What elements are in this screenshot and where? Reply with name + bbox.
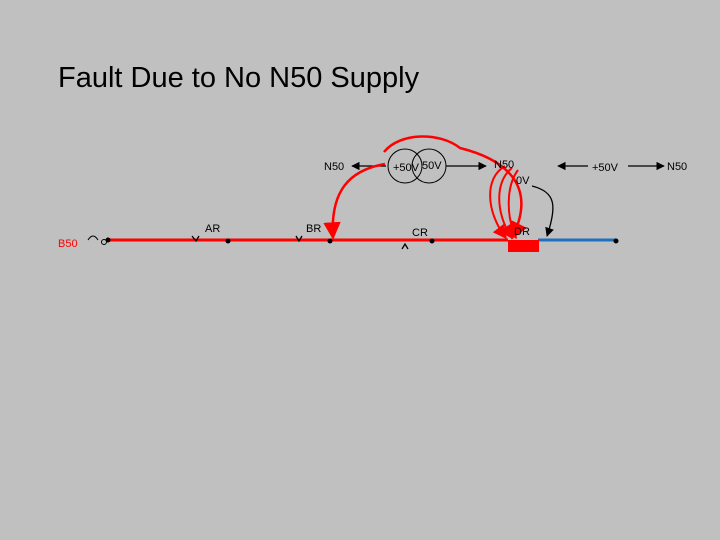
red-loop-inner-3 (504, 169, 519, 240)
red-loop-inner-2 (498, 167, 513, 240)
label-br: BR (306, 223, 321, 235)
label-n50-left: N50 (324, 161, 344, 173)
fuse-terminal (101, 239, 107, 245)
label-n50-right: N50 (667, 161, 687, 173)
slide-title: Fault Due to No N50 Supply (58, 62, 420, 94)
label-p50-transformer: +50V (393, 162, 420, 174)
contact-ar-symbol (191, 235, 200, 243)
terminal-dot (613, 238, 619, 244)
contact-br-symbol (295, 235, 303, 243)
transformer-primary (387, 148, 423, 184)
red-loop-outer (383, 135, 527, 240)
terminal-dot (225, 238, 231, 244)
label-cr: CR (412, 227, 428, 239)
label-zero-v: 0V (516, 175, 530, 187)
terminal-dot (429, 238, 435, 244)
label-o50-transformer: 50V (422, 160, 442, 172)
contact-cr-symbol (401, 242, 409, 250)
label-b50: B50 (58, 238, 78, 250)
red-loop-left (323, 162, 386, 240)
label-dr: DR (514, 226, 530, 238)
fuse-symbol (87, 235, 99, 241)
terminal-dot (327, 238, 333, 244)
relay-dr (508, 240, 539, 252)
label-ar: AR (205, 223, 220, 235)
zero-volt-return (531, 185, 554, 237)
label-p50-right: +50V (592, 162, 619, 174)
label-n50-mid: N50 (494, 159, 514, 171)
